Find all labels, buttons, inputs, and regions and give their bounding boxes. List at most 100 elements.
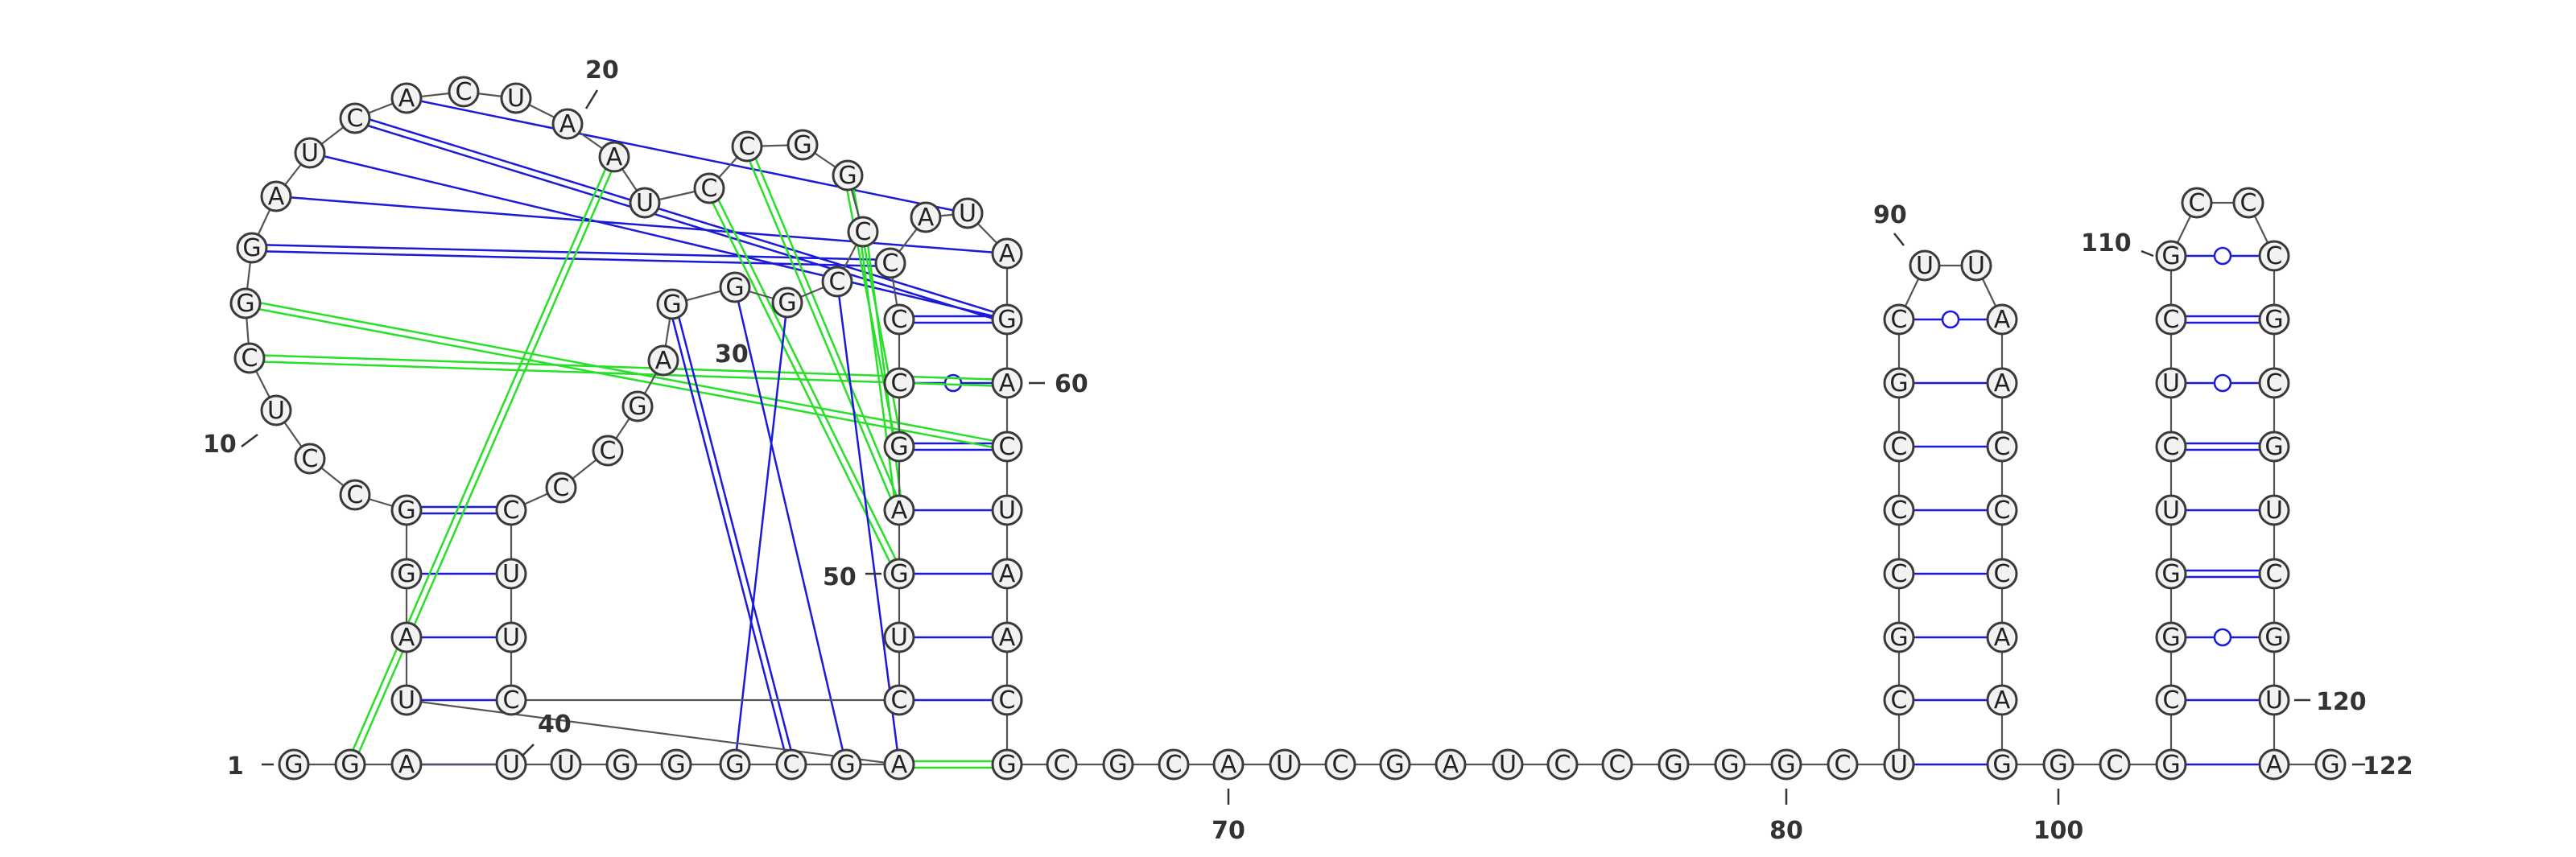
nucleotide-circle <box>2258 494 2290 526</box>
nucleotide-letter: G <box>2161 751 2180 779</box>
nucleotide-circle <box>1714 748 1746 781</box>
nucleotide-circle <box>294 137 326 169</box>
canonical-pair <box>733 302 789 765</box>
nucleotide-circle <box>390 494 423 526</box>
nucleotide: C <box>2155 303 2187 336</box>
nucleotide-circle <box>2258 303 2290 336</box>
nucleotide-letter: G <box>2264 624 2283 652</box>
nucleotide-circle <box>1883 621 1915 653</box>
nucleotide-letter: C <box>2240 189 2257 217</box>
nucleotide-letter: G <box>284 751 303 779</box>
nucleotide-circle <box>771 286 803 319</box>
nucleotide-circle <box>1883 684 1915 716</box>
nucleotide-circle <box>647 344 679 377</box>
backbone-segment <box>406 698 900 766</box>
nucleotide-circle <box>1986 748 2018 781</box>
nucleotide-circle <box>991 431 1023 463</box>
nucleotide: G <box>236 232 268 264</box>
tertiary-interaction <box>246 299 1008 445</box>
nucleotide: C <box>847 216 879 248</box>
nucleotide-letter: C <box>242 344 258 373</box>
nucleotide-letter: C <box>829 268 846 296</box>
nucleotide-letter: A <box>398 751 415 779</box>
tertiary-interaction <box>249 360 1007 388</box>
nucleotide: G <box>1657 748 1690 781</box>
nucleotide-letter: U <box>1499 751 1517 779</box>
canonical-pair <box>275 195 1008 255</box>
nucleotide: C <box>1883 558 1915 590</box>
nucleotide-circle <box>621 390 654 422</box>
nucleotide-circle <box>874 247 906 279</box>
nucleotide: U <box>1269 748 1301 781</box>
nucleotide-letter: C <box>1891 496 1908 525</box>
nucleotide-circle <box>719 271 751 303</box>
nucleotide: C <box>2181 187 2213 219</box>
canonical-pair <box>733 286 848 765</box>
position-label-70: 70 <box>1212 817 1245 845</box>
nucleotide: A <box>1986 303 2018 336</box>
nucleotide-letter: G <box>1664 751 1682 779</box>
nucleotide: C <box>1158 748 1190 781</box>
nucleotide: G <box>830 748 862 781</box>
nucleotide-circle <box>883 684 915 716</box>
nucleotide: A <box>991 558 1023 590</box>
nucleotide: A <box>1986 621 2018 653</box>
nucleotide: U <box>952 197 984 229</box>
nucleotide: U <box>2155 367 2187 399</box>
nucleotide: U <box>629 187 661 219</box>
nucleotide: C <box>2155 431 2187 463</box>
nucleotide-circle <box>1883 748 1915 781</box>
nucleotide-letter: G <box>397 496 415 525</box>
nucleotide-letter: A <box>2266 751 2283 779</box>
nucleotide-circle <box>2258 748 2290 781</box>
nucleotide-circle <box>883 367 915 399</box>
nucleotide: G <box>2042 748 2074 781</box>
nucleotide: C <box>883 303 915 336</box>
nucleotide-circle <box>592 435 624 467</box>
canonical-pair <box>836 281 901 765</box>
nucleotide-letter: C <box>2163 433 2180 461</box>
nucleotide-circle <box>2155 367 2187 399</box>
nucleotide: G <box>1770 748 1802 781</box>
nucleotide: C <box>1986 431 2018 463</box>
nucleotide-circle <box>390 684 423 716</box>
nucleotide: U <box>294 137 326 169</box>
nucleotide-letter: U <box>2162 369 2180 398</box>
canonical-gc-pair <box>667 304 790 766</box>
nucleotide: G <box>2314 748 2347 781</box>
nucleotide-letter: G <box>890 433 908 461</box>
nucleotide: U <box>991 494 1023 526</box>
position-label-80: 80 <box>1769 817 1803 845</box>
nucleotide: U <box>390 684 423 716</box>
nucleotide: C <box>883 684 915 716</box>
nucleotide-letter: A <box>398 624 415 652</box>
nucleotide: G <box>390 558 423 590</box>
nucleotide: C <box>294 443 326 475</box>
nucleotide-letter: C <box>1891 560 1908 588</box>
nucleotide: C <box>1546 748 1579 781</box>
nucleotide-letter: C <box>701 175 718 203</box>
nucleotide-circle <box>1986 367 2018 399</box>
nucleotide: G <box>2155 621 2187 653</box>
nucleotide-circle <box>545 472 577 504</box>
nucleotide-letter: C <box>2163 306 2180 334</box>
nucleotide-circle <box>832 159 864 192</box>
nucleotide-letter: C <box>503 686 520 715</box>
nucleotide-letter: G <box>836 751 855 779</box>
nucleotide-letter: C <box>1891 433 1908 461</box>
nucleotide-letter: A <box>1994 624 2011 652</box>
nucleotide-letter: G <box>2161 242 2180 270</box>
nucleotide-circle <box>1324 748 1356 781</box>
nucleotide-letter: U <box>1916 252 1934 280</box>
nucleotide: A <box>551 108 584 140</box>
nucleotide-letter: U <box>636 189 654 217</box>
nucleotide-letter: C <box>503 496 520 525</box>
nucleotide-letter: U <box>1890 751 1908 779</box>
nucleotide-letter: C <box>2107 751 2124 779</box>
nucleotide-letter: U <box>502 624 520 652</box>
nucleotide-circle <box>1102 748 1134 781</box>
canonical-gc-pair <box>674 303 796 764</box>
nucleotide-circle <box>1379 748 1411 781</box>
nucleotide: C <box>1601 748 1633 781</box>
nucleotide-letter: G <box>1777 751 1795 779</box>
